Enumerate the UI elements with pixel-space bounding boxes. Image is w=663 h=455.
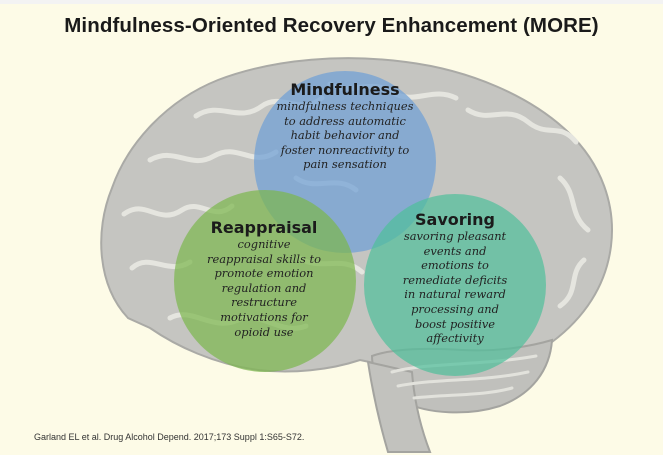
mindfulness-line: habit behavior and: [290, 128, 400, 143]
mindfulness-line: mindfulness techniques: [276, 99, 414, 113]
savoring-line: events and: [423, 243, 487, 258]
reappraisal-line: regulation and: [221, 280, 307, 295]
mindfulness-heading: Mindfulness: [290, 80, 400, 99]
savoring-line: processing and: [411, 301, 499, 316]
slide-title: Mindfulness-Oriented Recovery Enhancemen…: [64, 14, 599, 37]
savoring-heading: Savoring: [415, 210, 495, 229]
savoring-line: emotions to: [421, 258, 489, 273]
savoring-line: boost positive: [414, 316, 496, 331]
savoring-circle: [364, 194, 546, 376]
savoring-line: savoring pleasant: [403, 229, 507, 243]
reappraisal-circle: [174, 190, 356, 372]
savoring-label: Savoring savoring pleasant events and em…: [380, 210, 530, 346]
reappraisal-line: restructure: [231, 295, 297, 310]
savoring-line: remediate deficits: [402, 272, 508, 287]
mindfulness-line: pain sensation: [303, 157, 387, 172]
savoring-line: affectivity: [426, 331, 484, 346]
citation: Garland EL et al. Drug Alcohol Depend. 2…: [34, 432, 305, 442]
reappraisal-line: motivations for: [220, 309, 308, 324]
reappraisal-line: promote emotion: [214, 266, 314, 281]
mindfulness-line: foster nonreactivity to: [280, 142, 410, 157]
savoring-line: in natural reward: [404, 287, 506, 302]
top-border: [0, 0, 663, 4]
mindfulness-label: Mindfulness mindfulness techniques to ad…: [262, 80, 428, 172]
mindfulness-line: to address automatic: [284, 113, 406, 128]
reappraisal-heading: Reappraisal: [210, 218, 318, 237]
reappraisal-line: opioid use: [234, 324, 294, 339]
reappraisal-line: reappraisal skills to: [207, 251, 321, 266]
reappraisal-line: cognitive: [237, 237, 291, 251]
reappraisal-label: Reappraisal cognitive reappraisal skills…: [184, 218, 344, 339]
